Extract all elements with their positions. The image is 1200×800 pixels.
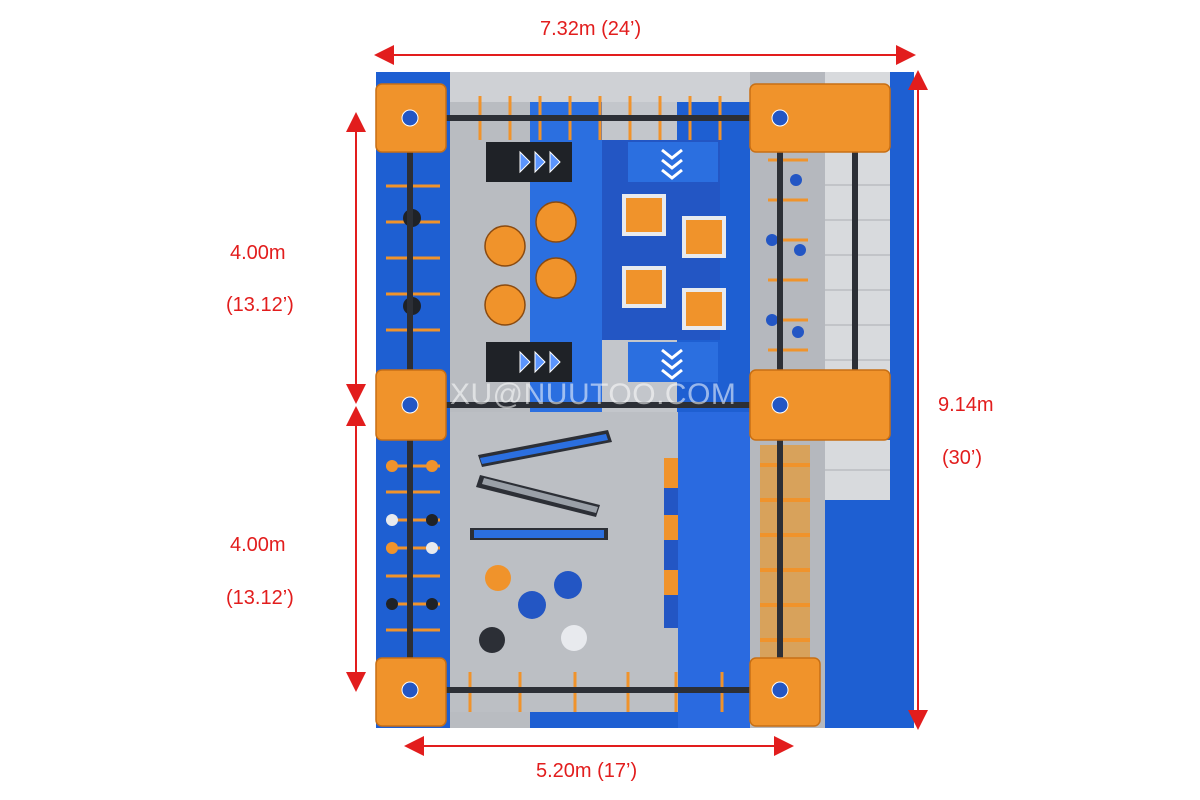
ball-orange: [485, 565, 511, 591]
dimension-top-label: 7.32m (24’): [540, 18, 642, 40]
frame-connectors: [401, 109, 789, 699]
orange-cubes: [622, 194, 726, 330]
dimension-bottom-label: 5.20m (17’): [536, 760, 638, 782]
ball-blue-2: [518, 591, 546, 619]
dimension-left-upper-metric: 4.00m: [230, 242, 286, 264]
dimension-right-imperial: (30’): [942, 447, 983, 469]
striped-post: [664, 458, 678, 628]
dimension-left-upper-imperial: (13.12’): [226, 294, 294, 316]
balance-beams: [470, 430, 612, 540]
orange-domes: [484, 201, 577, 326]
ball-blue-1: [554, 571, 582, 599]
blue-lane-mid: [678, 412, 750, 728]
dimension-right-metric: 9.14m: [938, 394, 994, 416]
dimension-left-lower-metric: 4.00m: [230, 534, 286, 556]
right-ladder-stars: [766, 174, 806, 338]
dimension-left-lower-imperial: (13.12’): [226, 587, 294, 609]
watermark: XU@NUUTOO.COM: [450, 378, 737, 411]
ball-dark: [479, 627, 505, 653]
left-ladder-lower: [386, 460, 440, 632]
ball-white: [561, 625, 587, 651]
